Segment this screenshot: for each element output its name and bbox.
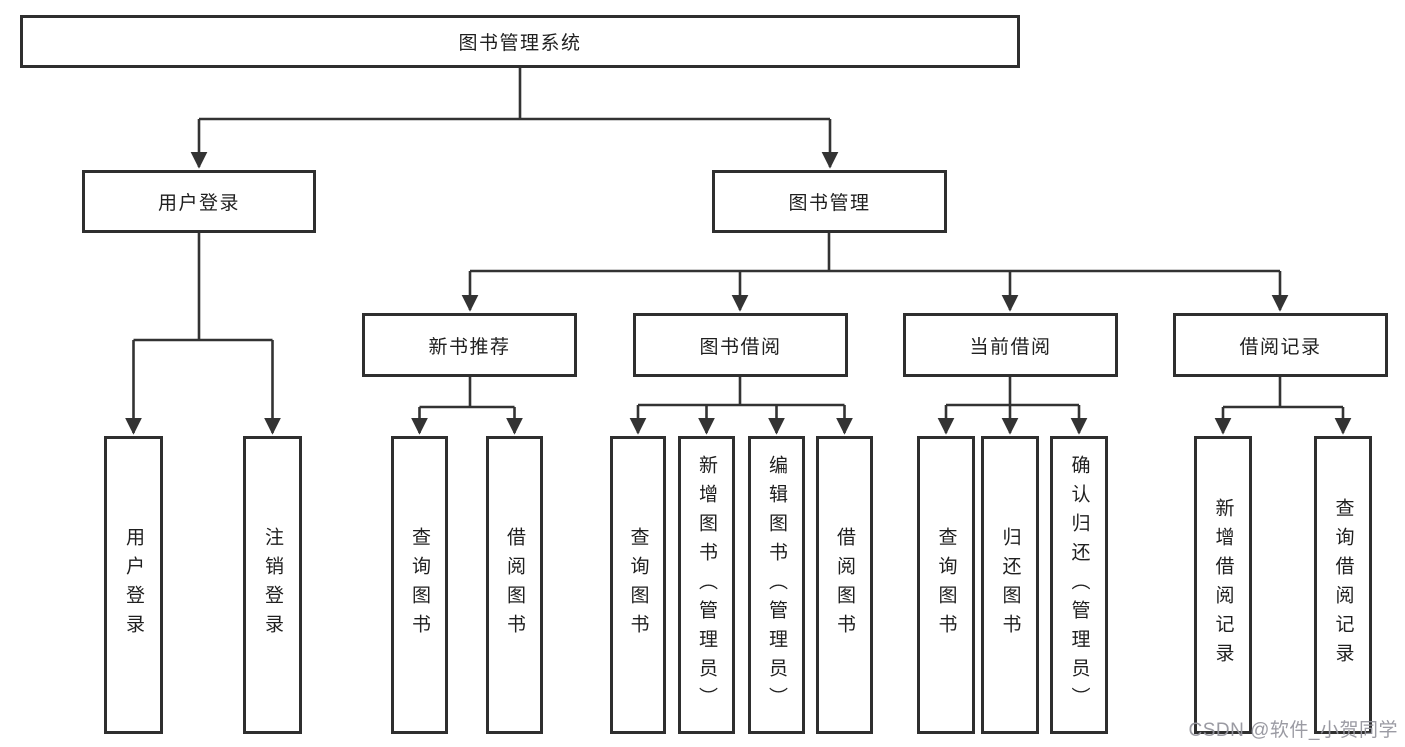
- node-book-borrowing: 图书借阅: [633, 313, 848, 377]
- leaf-query-borrow-record: 查询借阅记录: [1314, 436, 1372, 734]
- leaf-query-books-3: 查询图书: [917, 436, 975, 734]
- node-user-login: 用户登录: [82, 170, 316, 233]
- node-library-system: 图书管理系统: [20, 15, 1020, 68]
- leaf-confirm-return-admin: 确认归还（管理员）: [1050, 436, 1108, 734]
- leaf-user-login: 用户登录: [104, 436, 163, 734]
- leaf-query-books-1: 查询图书: [391, 436, 448, 734]
- leaf-edit-books-admin: 编辑图书（管理员）: [748, 436, 805, 734]
- leaf-borrow-books-2: 借阅图书: [816, 436, 873, 734]
- node-book-management: 图书管理: [712, 170, 947, 233]
- leaf-add-borrow-record: 新增借阅记录: [1194, 436, 1252, 734]
- leaf-label: 借阅图书: [834, 527, 855, 643]
- node-current-borrowing: 当前借阅: [903, 313, 1118, 377]
- leaf-query-books-2: 查询图书: [610, 436, 666, 734]
- leaf-logout: 注销登录: [243, 436, 302, 734]
- leaf-label: 编辑图书（管理员）: [766, 454, 787, 716]
- leaf-label: 查询借阅记录: [1332, 498, 1354, 672]
- leaf-borrow-books-1: 借阅图书: [486, 436, 543, 734]
- leaf-add-books-admin: 新增图书（管理员）: [678, 436, 735, 734]
- leaf-label: 查询图书: [409, 527, 430, 643]
- leaf-label: 查询图书: [627, 527, 649, 643]
- node-new-book-recommend: 新书推荐: [362, 313, 577, 377]
- leaf-label: 查询图书: [935, 527, 957, 643]
- leaf-label: 新增图书（管理员）: [696, 454, 717, 716]
- leaf-label: 注销登录: [262, 527, 283, 643]
- leaf-label: 归还图书: [999, 527, 1021, 643]
- leaf-return-books: 归还图书: [981, 436, 1039, 734]
- leaf-label: 确认归还（管理员）: [1068, 454, 1090, 716]
- csdn-watermark: CSDN @软件_小贺同学: [1188, 720, 1398, 741]
- leaf-label: 借阅图书: [504, 527, 525, 643]
- node-borrowing-records: 借阅记录: [1173, 313, 1388, 377]
- leaf-label: 用户登录: [123, 527, 144, 643]
- leaf-label: 新增借阅记录: [1212, 498, 1234, 672]
